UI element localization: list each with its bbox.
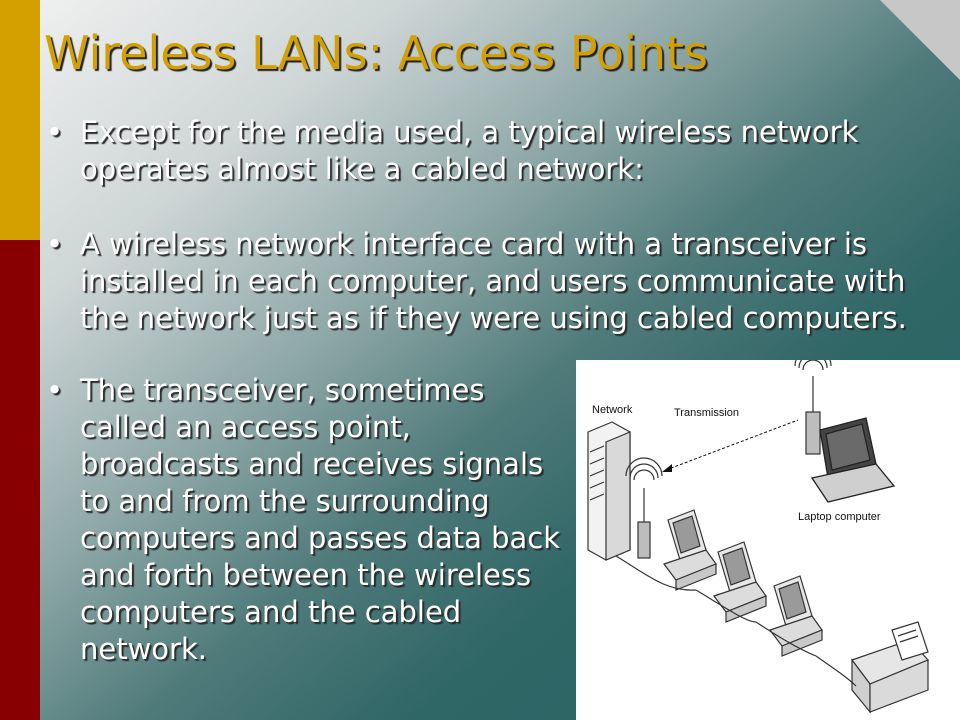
gold-accent-bar	[0, 0, 40, 240]
server-tower-icon	[587, 421, 631, 561]
network-label: Network	[592, 404, 633, 416]
network-diagram: Network Transmission Laptop computer	[576, 360, 960, 720]
bullet-item: • The transceiver, sometimes called an a…	[46, 372, 566, 668]
printer-icon	[851, 621, 930, 714]
desktop-computer-icon	[769, 575, 823, 657]
network-cable	[615, 555, 857, 687]
desktop-computer-icon	[663, 509, 717, 591]
desktop-computer-icon	[713, 541, 767, 623]
corner-decoration	[880, 0, 960, 80]
transmission-arrow-icon	[662, 419, 799, 472]
bullet-text: A wireless network interface card with a…	[80, 227, 907, 335]
laptop-access-point-icon	[794, 360, 832, 455]
laptop-label: Laptop computer	[798, 511, 881, 523]
red-accent-bar	[0, 240, 40, 720]
bullet-item: • Except for the media used, a typical w…	[46, 114, 926, 188]
bullet-marker: •	[46, 115, 64, 149]
bullet-text: Except for the media used, a typical wir…	[80, 115, 859, 186]
bullet-text: The transceiver, sometimes called an acc…	[80, 373, 560, 666]
bullet-marker: •	[46, 227, 64, 261]
slide-title: Wireless LANs: Access Points	[44, 26, 709, 80]
bullet-marker: •	[46, 373, 64, 407]
transmission-label: Transmission	[674, 407, 739, 419]
access-point-icon	[625, 457, 663, 559]
laptop-icon	[810, 417, 896, 503]
bullet-item: • A wireless network interface card with…	[46, 226, 956, 337]
